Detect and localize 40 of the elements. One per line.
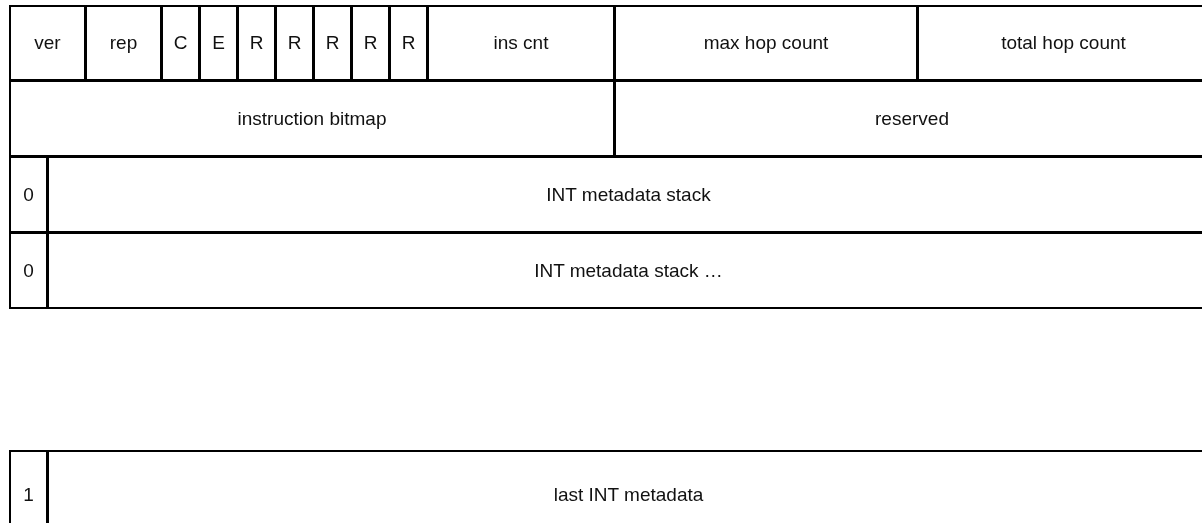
field-cell [47, 450, 1202, 523]
field-label: R [401, 32, 416, 54]
field-label: R [287, 32, 302, 54]
field-cell [9, 156, 48, 233]
field-label: R [363, 32, 378, 54]
field-label: INT metadata stack … [534, 259, 723, 282]
field-cell [275, 5, 314, 81]
field-cell [917, 5, 1202, 81]
field-label: R [325, 32, 340, 54]
field-label: total hop count [1001, 32, 1126, 54]
field-label: C [173, 32, 188, 54]
field-cell [389, 5, 428, 81]
field-label: 0 [23, 183, 34, 206]
field-label: 0 [23, 259, 34, 282]
field-cell [199, 5, 238, 81]
field-cell [351, 5, 390, 81]
field-label: last INT metadata [553, 484, 704, 506]
field-label: INT metadata stack [546, 183, 711, 206]
field-cell [614, 80, 1202, 157]
field-label: rep [109, 32, 138, 54]
field-label: E [212, 32, 225, 54]
field-label: reserved [875, 107, 949, 130]
field-cell [614, 5, 918, 81]
field-cell [47, 232, 1202, 309]
field-label: ver [34, 32, 61, 54]
field-cell [237, 5, 276, 81]
field-cell [9, 5, 86, 81]
field-cell [85, 5, 162, 81]
field-cell [313, 5, 352, 81]
field-label: ins cnt [493, 32, 549, 54]
field-cell [9, 450, 48, 523]
field-cell [161, 5, 200, 81]
field-cell [9, 80, 615, 157]
field-cell [427, 5, 615, 81]
field-label: instruction bitmap [237, 107, 387, 130]
field-label: R [249, 32, 264, 54]
field-label: 1 [23, 484, 34, 506]
field-cell [9, 232, 48, 309]
field-label: max hop count [703, 32, 829, 54]
field-cell [47, 156, 1202, 233]
